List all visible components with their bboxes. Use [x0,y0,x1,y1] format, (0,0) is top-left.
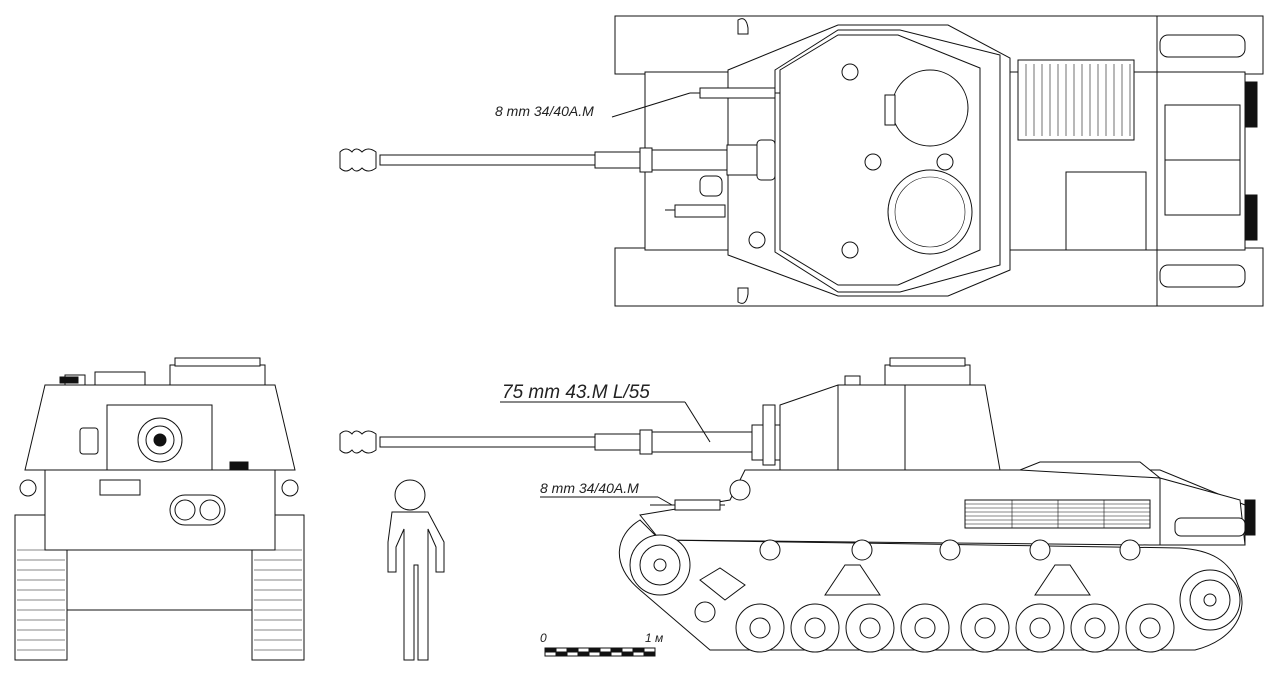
top-hook-lower [737,287,749,304]
side-bogie-1 [824,564,881,596]
top-periscope [884,94,896,126]
top-mg-label: 8 mm 34/40A.M [495,103,594,119]
side-main-gun [339,404,781,466]
side-machine-gun [650,479,751,511]
top-mg-leader [611,92,691,118]
front-lower-hull [66,549,253,611]
human-scale-figure [387,479,445,661]
side-muzzle-brake [339,430,377,454]
top-hook-upper [737,18,749,35]
side-road-wheels [735,603,1175,653]
top-view: 8 mm 34/40A.M [339,15,1264,307]
main-gun-label: 75 mm 43.M L/55 [502,382,650,403]
top-commander-hatch [891,69,969,147]
scale-start-label: 0 [540,631,547,645]
figure-head [394,479,426,511]
front-cupola [169,364,266,386]
scale-end-label: 1 м [645,631,663,645]
scale-bar: 0 1 м [540,631,663,657]
front-track-links [17,549,302,651]
top-rear-hatch-1 [1164,104,1241,161]
front-headlight-right [281,479,299,497]
top-rear-hatch-2 [1164,159,1241,216]
top-engine-hatch [1065,171,1147,251]
top-main-gun [339,139,776,181]
side-cupola [884,364,971,386]
top-loader-hatch [887,169,973,255]
top-machine-gun [665,87,780,218]
side-grille [964,499,1151,529]
side-tensioner [699,567,746,601]
front-vision-port [79,427,99,455]
top-engine-grille [1017,59,1135,141]
front-headlight-left [19,479,37,497]
top-idler-lower [1244,194,1258,241]
main-gun-leader-2 [684,401,711,443]
side-bogie-2 [1034,564,1091,596]
side-mg-label: 8 mm 34/40A.M [540,480,639,496]
top-muffler-lower [1159,264,1246,288]
side-view: 75 mm 43.M L/55 8 mm 34/40A.M [339,357,1256,653]
side-casemate [779,384,1001,471]
side-mg-leader-2 [657,496,673,506]
top-muffler-upper [1159,34,1246,58]
side-exhaust [1174,517,1246,537]
front-hull [44,469,276,551]
front-plate [99,479,141,496]
top-muzzle-brake [339,148,377,172]
front-view [14,357,305,661]
figure-body [387,511,445,661]
top-idler-upper [1244,81,1258,128]
side-hull [639,469,1246,546]
